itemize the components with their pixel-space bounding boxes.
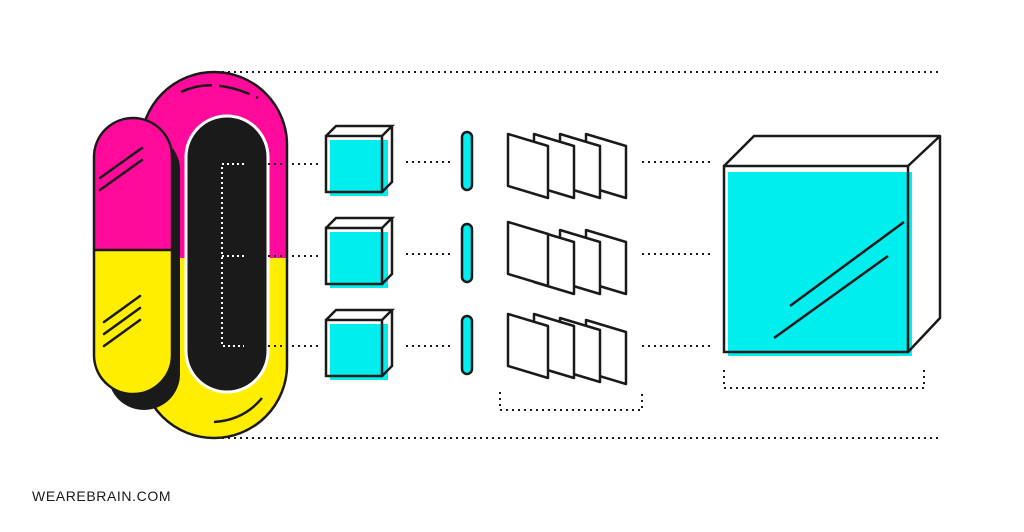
cube-icon bbox=[324, 308, 396, 380]
large-box-icon bbox=[722, 134, 942, 356]
pages-column bbox=[506, 132, 628, 386]
pages-bracket bbox=[499, 392, 643, 411]
pages-icon bbox=[506, 220, 628, 296]
cube-icon bbox=[324, 216, 396, 288]
brand-label: WEAREBRAIN.COM bbox=[32, 488, 172, 504]
capsule-connectors bbox=[268, 163, 318, 347]
pages-icon bbox=[506, 312, 628, 386]
small-capsule bbox=[94, 118, 172, 394]
box-bracket bbox=[723, 370, 925, 389]
slot-icon bbox=[460, 222, 474, 284]
cube-icon bbox=[324, 124, 396, 196]
pages-connectors bbox=[642, 161, 712, 347]
pages-icon bbox=[506, 132, 628, 200]
capsule-icon bbox=[92, 70, 289, 440]
slot-column bbox=[460, 130, 474, 376]
cube-column bbox=[324, 124, 396, 380]
slot-icon bbox=[460, 314, 474, 376]
cube-connectors bbox=[406, 161, 450, 347]
slot-icon bbox=[460, 130, 474, 192]
